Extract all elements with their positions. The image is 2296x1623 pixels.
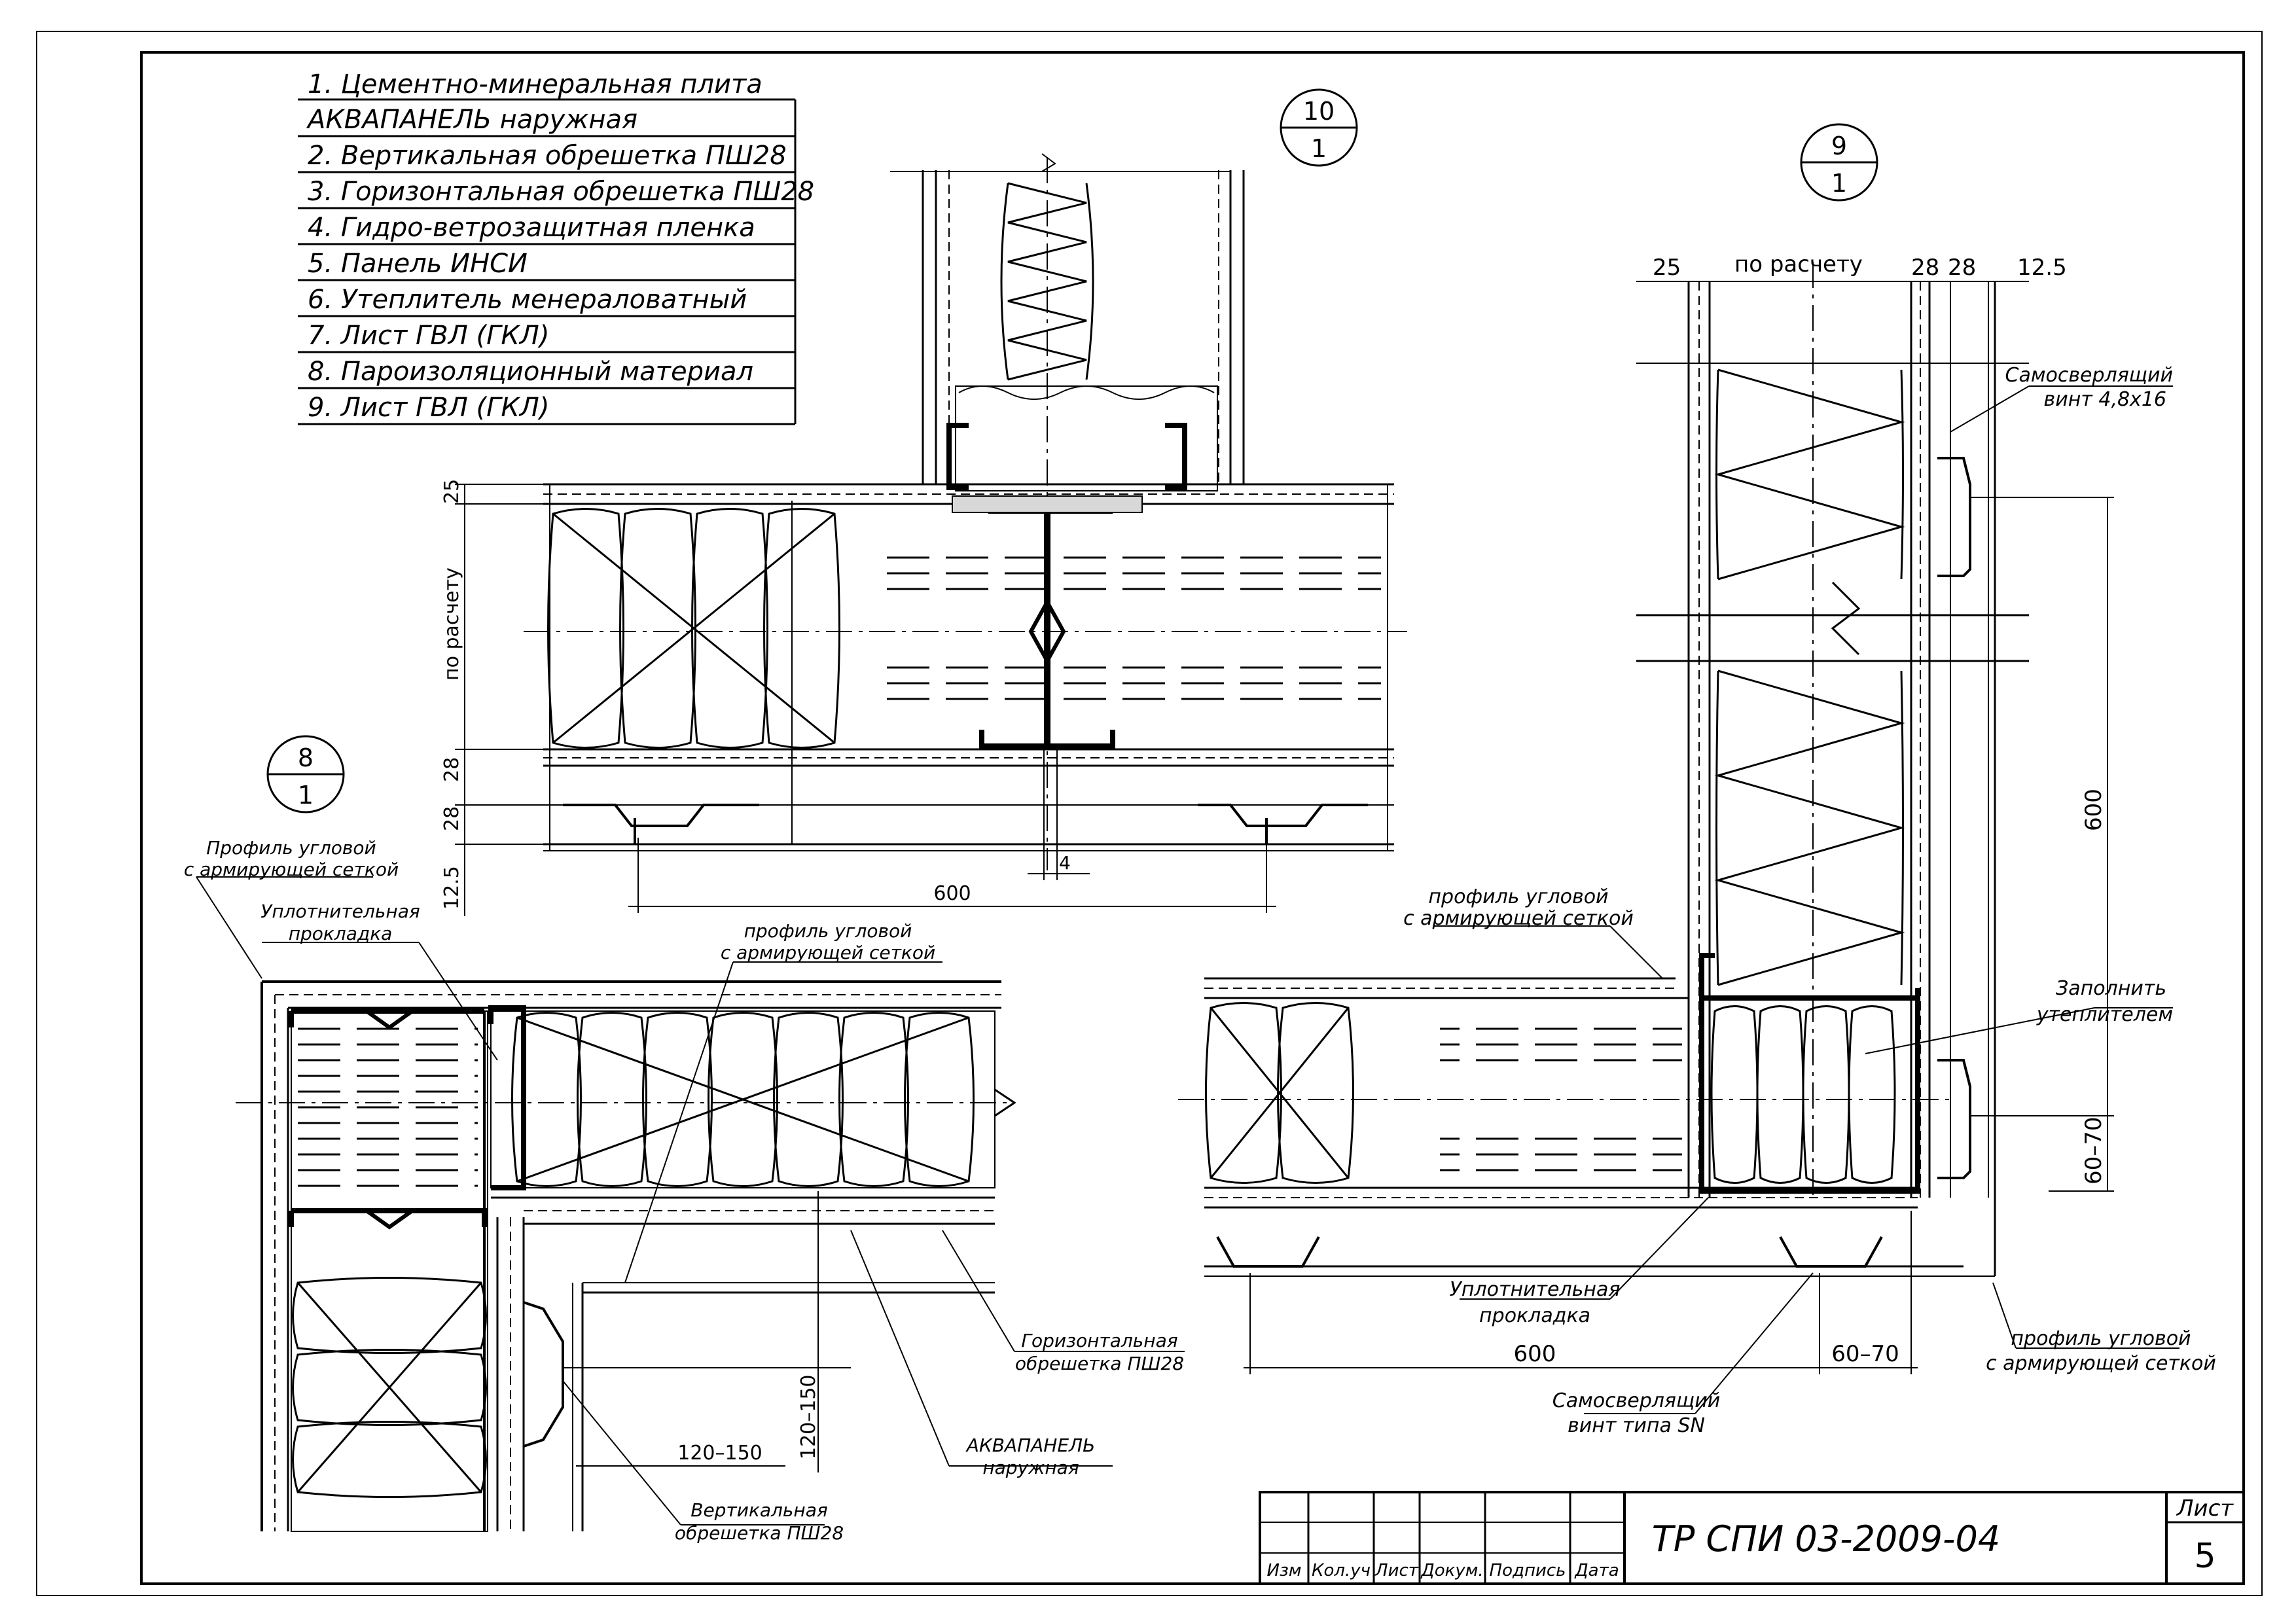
label-vertical-lath: Вертикальная — [691, 1499, 828, 1521]
label-corner-profile-b: с армирующей сеткой — [184, 859, 399, 880]
dim-600: 600 — [933, 882, 971, 905]
document-code: ТР СПИ 03-2009-04 — [1652, 1518, 2000, 1560]
label-profile-corner-b: с армирующей сеткой — [721, 942, 935, 963]
label-aquapanel-b: наружная — [982, 1457, 1079, 1478]
label-horizontal-lath-b: обрешетка ПШ28 — [1015, 1353, 1184, 1374]
label-aquapanel: АКВАПАНЕЛЬ — [965, 1435, 1096, 1456]
dim-25: 25 — [440, 479, 463, 504]
label-screw-sn: Самосверлящий — [1552, 1389, 1720, 1412]
dim-28a: 28 — [1911, 255, 1939, 281]
outer-border — [36, 31, 2263, 1596]
dim-calc: по расчету — [440, 567, 463, 681]
dim-calc: по расчету — [1734, 251, 1863, 277]
label-profile-corner: профиль угловой — [1428, 885, 1608, 908]
dim-600-h: 600 — [1514, 1341, 1556, 1367]
legend-table: 1. Цементно-минеральная плита АКВАПАНЕЛЬ… — [298, 69, 814, 425]
dim-60-70-v: 60–70 — [2081, 1116, 2107, 1185]
title-block: Изм Кол.уч Лист Докум. Подпись Дата ТР С… — [1259, 1491, 2245, 1585]
label-profile-corner-2-b: с армирующей сеткой — [1986, 1352, 2216, 1375]
marker-10: 10 1 — [1280, 88, 1358, 167]
svg-text:1: 1 — [1311, 134, 1327, 163]
label-corner-profile: Профиль угловой — [206, 837, 376, 859]
svg-text:10: 10 — [1303, 97, 1335, 126]
col-kol-uch: Кол.уч — [1312, 1561, 1371, 1580]
label-profile-corner-2: профиль угловой — [2011, 1327, 2191, 1350]
label-seal: Уплотнительная — [260, 901, 420, 922]
label-seal: Уплотнительная — [1450, 1278, 1621, 1301]
dim-12-5: 12.5 — [2017, 255, 2067, 281]
label-fill-b: утеплителем — [2036, 1003, 2173, 1026]
marker-9: 9 1 — [1800, 123, 1878, 202]
svg-text:1: 1 — [1831, 169, 1847, 198]
legend-item: 2. Вертикальная обрешетка ПШ28 — [308, 141, 787, 171]
legend-item: 4. Гидро-ветрозащитная пленка — [308, 213, 755, 243]
svg-text:8: 8 — [298, 743, 314, 772]
dim-28b: 28 — [440, 806, 463, 831]
label-seal-b: прокладка — [1479, 1304, 1590, 1327]
sheet-number: 5 — [2194, 1537, 2215, 1576]
detail-9: 25 по расчету 28 28 12.5 600 60–70 600 6… — [1178, 251, 2216, 1437]
dim-25: 25 — [1653, 255, 1681, 281]
col-izm: Изм — [1267, 1561, 1302, 1580]
legend-item: 7. Лист ГВЛ (ГКЛ) — [308, 321, 549, 351]
inner-frame — [140, 51, 2245, 1585]
legend-item: 1. Цементно-минеральная плита — [308, 69, 762, 99]
svg-text:9: 9 — [1831, 132, 1847, 160]
legend-item: 6. Утеплитель менераловатный — [308, 285, 747, 315]
dim-12-5: 12.5 — [440, 866, 463, 910]
detail-10: 25 по расчету 28 28 12.5 600 4 — [440, 153, 1407, 916]
sheet-label: Лист — [2176, 1495, 2234, 1522]
col-dokum: Докум. — [1420, 1561, 1483, 1580]
label-fill: Заполнить — [2056, 977, 2166, 1000]
label-vertical-lath-b: обрешетка ПШ28 — [675, 1522, 844, 1544]
dim-4: 4 — [1059, 852, 1071, 874]
detail-8: 120–150 120–150 Профиль угловой с армиру… — [184, 837, 1185, 1544]
label-screw-sn-b: винт типа SN — [1568, 1414, 1705, 1437]
label-profile-corner: профиль угловой — [744, 920, 912, 942]
legend-item: 3. Горизонтальная обрешетка ПШ28 — [308, 177, 814, 207]
dim-28b: 28 — [1948, 255, 1976, 281]
legend-item: АКВАПАНЕЛЬ наружная — [306, 105, 637, 135]
label-screw-48-b: винт 4,8х16 — [2044, 388, 2166, 411]
dim-120-150-v: 120–150 — [797, 1374, 820, 1459]
col-data: Дата — [1574, 1561, 1619, 1580]
legend-item: 9. Лист ГВЛ (ГКЛ) — [308, 393, 549, 423]
label-horizontal-lath: Горизонтальная — [1021, 1330, 1177, 1351]
legend-item: 8. Пароизоляционный материал — [308, 357, 753, 387]
svg-text:1: 1 — [298, 781, 314, 810]
label-screw-48: Самосверлящий — [2005, 364, 2173, 387]
dim-28a: 28 — [440, 757, 463, 782]
col-podpis: Подпись — [1490, 1561, 1566, 1580]
dim-120-150-h: 120–150 — [677, 1442, 762, 1465]
label-profile-corner-b: с армирующей сеткой — [1403, 907, 1634, 930]
legend-item: 5. Панель ИНСИ — [308, 249, 528, 279]
col-list: Лист — [1374, 1561, 1419, 1580]
dim-600-v: 600 — [2081, 789, 2107, 831]
marker-8: 8 1 — [266, 735, 345, 813]
label-seal-b: прокладка — [289, 923, 393, 944]
dim-60-70-h: 60–70 — [1831, 1341, 1899, 1367]
